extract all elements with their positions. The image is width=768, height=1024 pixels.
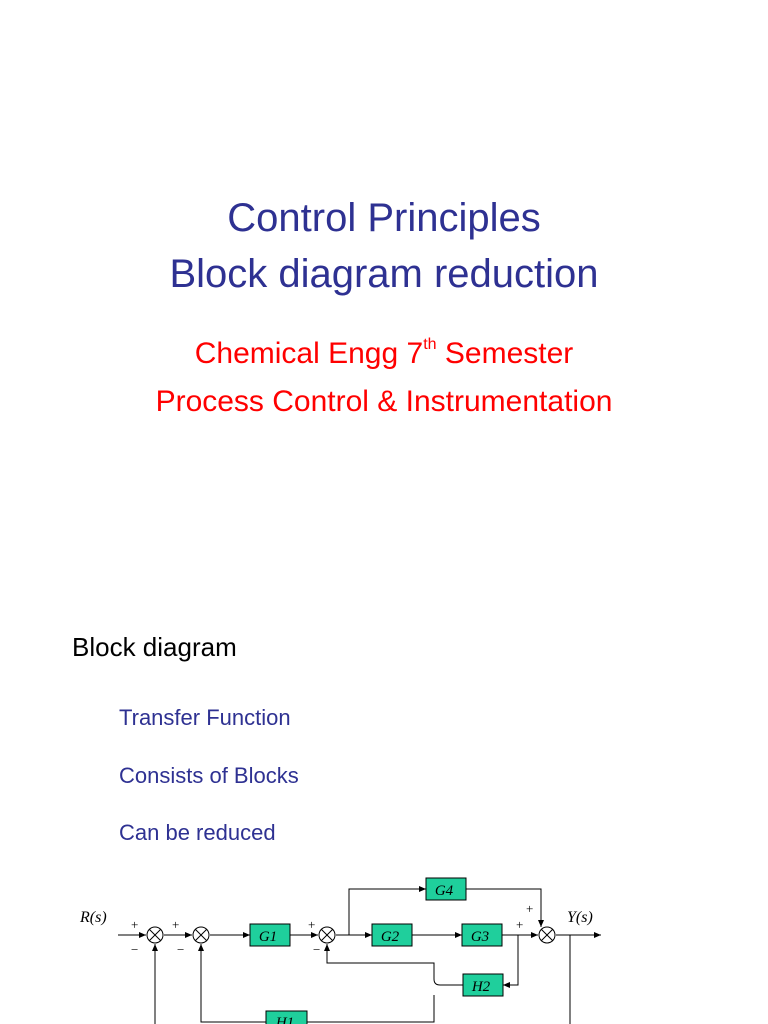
subtitle-semester: Semester — [436, 337, 574, 370]
sign-plus: + — [526, 901, 533, 916]
block-g1-label: G1 — [259, 929, 277, 945]
summing-junction-4 — [538, 926, 556, 944]
subtitle-superscript: th — [423, 336, 437, 353]
bullet-item: Consists of Blocks — [119, 762, 299, 788]
block-g4 — [425, 877, 467, 901]
sign-plus: + — [172, 917, 179, 932]
sign-minus: − — [131, 942, 138, 957]
block-h2 — [462, 973, 504, 997]
feedforward-line — [348, 886, 426, 935]
block-diagram: G1 G2 G3 G4 H2 H1 R(s) Y(s) + − + − + − … — [79, 877, 601, 1024]
presentation-subtitle: Chemical Engg 7th Semester Process Contr… — [0, 330, 768, 426]
block-g1 — [249, 923, 291, 947]
subtitle-subject: Process Control & Instrumentation — [155, 385, 613, 418]
sign-minus: − — [313, 942, 320, 957]
slide-heading: Block diagram — [72, 632, 237, 662]
feedback-line — [324, 944, 441, 986]
sign-plus: + — [308, 917, 315, 932]
block-g2-label: G2 — [381, 929, 400, 945]
summing-junction-3 — [318, 926, 336, 944]
bullet-item: Can be reduced — [119, 820, 276, 845]
sign-minus: − — [177, 942, 184, 957]
bullet-item: Transfer Function — [119, 705, 291, 730]
block-h1 — [265, 1010, 308, 1024]
block-h1-label: H1 — [275, 1015, 294, 1024]
feedforward-line — [466, 888, 544, 927]
block-g3-label: G3 — [471, 929, 489, 945]
slide-separator — [0, 560, 768, 561]
output-label: Y(s) — [567, 909, 593, 926]
block-g4-label: G4 — [435, 883, 454, 899]
feedback-line — [503, 935, 519, 988]
presentation-title: Control Principles Block diagram reducti… — [0, 190, 768, 302]
feedback-line — [198, 944, 266, 1023]
block-g2 — [371, 923, 413, 947]
subtitle-course: Chemical Engg 7 — [194, 337, 424, 370]
title-line-1: Control Principles — [227, 196, 541, 240]
title-line-2: Block diagram reduction — [169, 252, 599, 296]
subtitle-course-semester: Chemical Engg 7th Semester — [0, 330, 768, 378]
feedback-line — [307, 995, 435, 1023]
block-g3 — [461, 923, 503, 947]
bullet-list: Transfer Function Consists of Blocks Can… — [119, 703, 299, 876]
block-h2-label: H2 — [471, 979, 491, 995]
summing-junction-1 — [146, 926, 164, 944]
sign-plus: + — [516, 917, 523, 932]
summing-junction-2 — [192, 926, 210, 944]
sign-plus: + — [131, 917, 138, 932]
input-label: R(s) — [79, 909, 107, 926]
